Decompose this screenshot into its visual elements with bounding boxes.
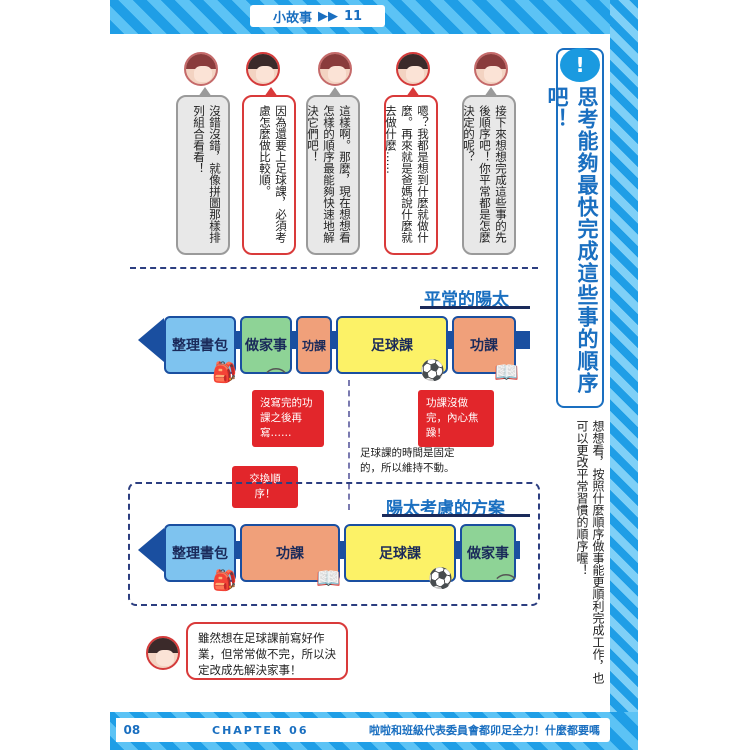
note-unfinished: 沒寫完的功課之後再寫…… [252, 390, 324, 447]
block-homework: 功課 [240, 524, 340, 582]
notebook-icon: 📖 [316, 566, 341, 590]
section1-title: 平常的陽太 [424, 290, 509, 310]
side-text: 想想看，按照什麼順序做事能更順利完成工作，也可以更改平常習慣的順序喔！ [575, 420, 605, 684]
page-margin-left [0, 0, 110, 750]
girl-avatar [474, 52, 508, 86]
section-tab: 小故事 ▶▶ 11 [250, 5, 385, 27]
dialogue-bubble-1: 接下來想想完成這些事的先後順序吧！你平常都是怎麼決定的呢？ [462, 87, 516, 255]
dialogue-bubble-4: 因為還要上足球課，必須考慮怎麼做比較順。 [242, 87, 296, 255]
footer-bar: 089 CHAPTER 06 啦啦和班級代表委員會都卯足全力！什麼都要嗎 [110, 712, 638, 750]
right-edge-pattern [610, 0, 638, 750]
dialogue-bubble-3: 這樣啊。那麼，現在想想看怎樣的順序最能夠快速地解決它們吧！ [306, 87, 360, 255]
hanger-icon: ⌒ [266, 366, 286, 390]
arrows-icon: ▶▶ [317, 8, 338, 24]
block-chores: 做家事 [460, 524, 516, 582]
dashed-divider [130, 267, 538, 269]
hanger-icon: ⌒ [496, 572, 516, 596]
title-underline [382, 514, 530, 517]
notebook-icon: 📖 [494, 360, 519, 384]
dialogue-bubble-5: 沒錯沒錯，就像拼圖那樣排列組合看看！ [176, 87, 230, 255]
girl-avatar [184, 52, 218, 86]
plan-frame [128, 482, 540, 606]
boy-avatar [146, 636, 180, 670]
block-homework: 功課 [452, 316, 516, 374]
exclamation-icon: ! [560, 48, 600, 82]
girl-avatar [318, 52, 352, 86]
chapter-label: CHAPTER 06 [212, 723, 309, 737]
block-pack-bag: 整理書包 [164, 524, 236, 582]
block-pack-bag: 整理書包 [164, 316, 236, 374]
block-soccer: 足球課 [336, 316, 448, 374]
book-title: 啦啦和班級代表委員會都卯足全力！什麼都要嗎 [369, 724, 600, 737]
block-chores: 做家事 [240, 316, 292, 374]
backpack-icon: 🎒 [212, 360, 237, 384]
story-number: 11 [343, 8, 363, 24]
dialogue-bubble-2: 嗯？我都是想到什麼就做什麼。再來就是爸媽說什麼就去做什麼…… [384, 87, 438, 255]
soccer-ball-icon: ⚽ [428, 566, 453, 590]
boy-avatar [396, 52, 430, 86]
backpack-icon: 🎒 [212, 568, 237, 592]
vertical-dashed-line [348, 380, 350, 510]
footer-inner: CHAPTER 06 啦啦和班級代表委員會都卯足全力！什麼都要嗎 [140, 718, 610, 742]
section-label: 小故事 [272, 10, 312, 26]
arrow-head [138, 318, 164, 362]
page-margin-right [638, 0, 750, 750]
soccer-ball-icon: ⚽ [420, 358, 445, 382]
note-anxious: 功課沒做完，內心焦躁！ [418, 390, 494, 447]
bottom-bubble: 雖然想在足球課前寫好作業，但常常做不完，所以決定改成先解決家事！ [186, 622, 348, 680]
boy-avatar [246, 52, 280, 86]
block-homework: 功課 [296, 316, 332, 374]
block-soccer: 足球課 [344, 524, 456, 582]
arrow-head [138, 528, 164, 572]
top-banner: 小故事 ▶▶ 11 [110, 0, 638, 34]
main-title: 思考能夠最快完成這些事的順序吧！ [545, 48, 604, 408]
title-underline [420, 306, 530, 309]
note-fixed-time: 足球課的時間是固定的，所以維持不動。 [360, 447, 455, 474]
